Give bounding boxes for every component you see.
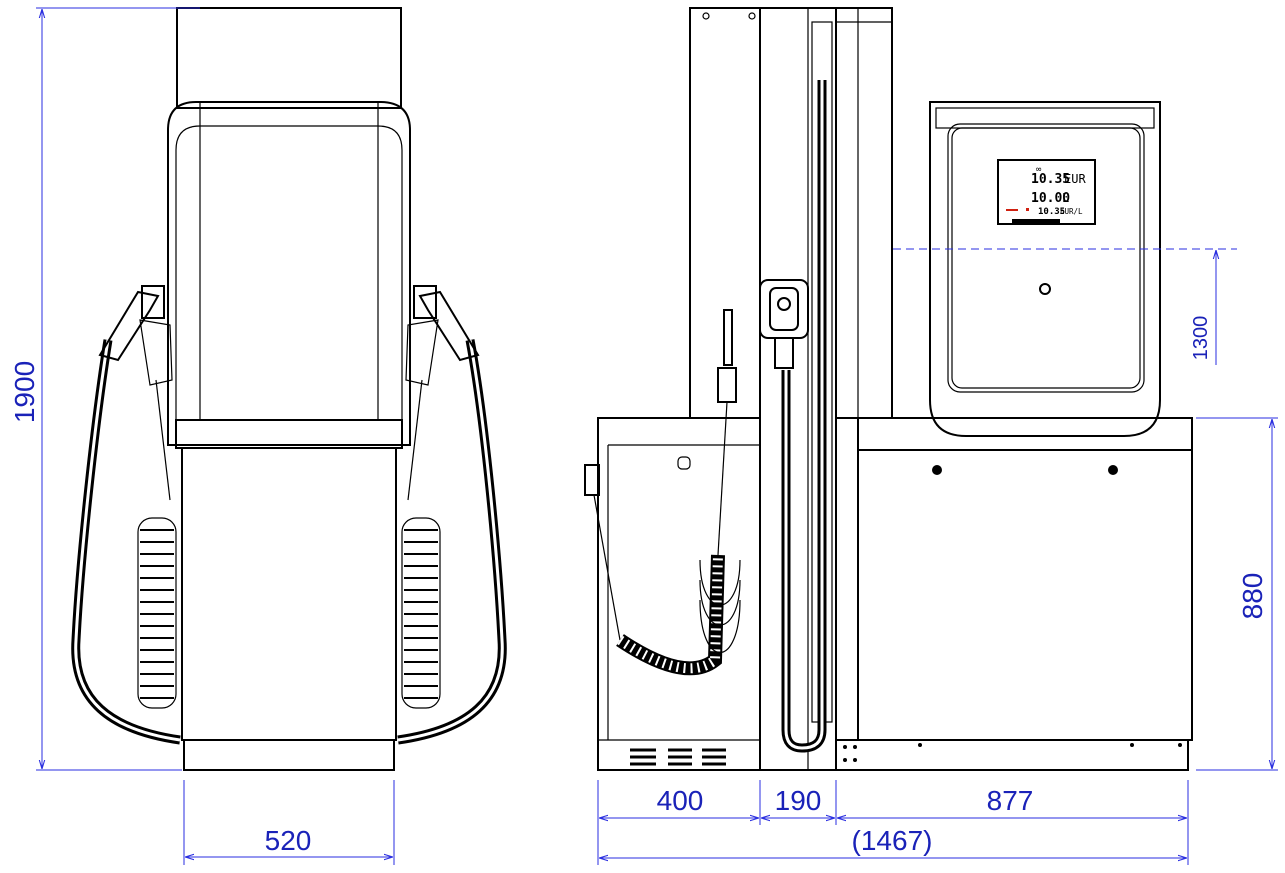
dim-label-display-height: 1300: [1190, 316, 1212, 361]
dim-bottom-lines: [597, 780, 1189, 865]
display-amount-unit: EUR: [1064, 172, 1086, 186]
side-spiral-nozzle: [717, 367, 737, 403]
side-coil-hose: [616, 554, 741, 676]
front-mast: [176, 7, 402, 109]
display-price: 10.35: [1038, 207, 1065, 217]
side-main-cabinet: [857, 449, 1193, 741]
vent-slots: [630, 748, 726, 766]
dim-label-total-height: 1900: [9, 361, 40, 423]
left-nozzle: [98, 290, 160, 362]
dim-total-height: [36, 7, 200, 771]
display-price-unit: EUR/L: [1060, 207, 1083, 216]
dim-front-width: [183, 780, 395, 865]
side-main-hose: [781, 80, 827, 753]
dim-label-cabinet-width: 877: [987, 785, 1034, 816]
side-base-cabinet: [597, 417, 761, 771]
front-view: [71, 7, 507, 771]
dim-label-hose-column: 190: [775, 785, 822, 816]
dim-label-base-depth: 400: [657, 785, 704, 816]
display-volume-unit: L: [1062, 191, 1069, 205]
display-amount: 10.35: [1031, 172, 1070, 187]
side-display-head: [929, 101, 1161, 437]
side-view: ∞ 10.35 EUR 10.00 L 10.35 EUR/L: [584, 7, 1193, 771]
front-base: [183, 739, 395, 771]
front-head-housing: [167, 101, 411, 446]
dim-display-height: [893, 248, 1237, 365]
svg-text:∞: ∞: [1036, 165, 1042, 175]
right-hose: [397, 339, 507, 745]
dim-label-front-width: 520: [265, 825, 312, 856]
left-coil-hose: [137, 517, 177, 709]
price-display: ∞ 10.35 EUR 10.00 L 10.35 EUR/L: [997, 159, 1096, 225]
dim-base-height: [1196, 417, 1278, 771]
left-hose: [71, 339, 181, 745]
right-coil-hose: [401, 517, 441, 709]
right-nozzle: [418, 290, 480, 362]
front-body: [181, 447, 397, 741]
display-volume: 10.00: [1031, 191, 1070, 206]
dim-label-base-height: 880: [1237, 573, 1268, 620]
dim-label-total-length: (1467): [852, 825, 933, 856]
